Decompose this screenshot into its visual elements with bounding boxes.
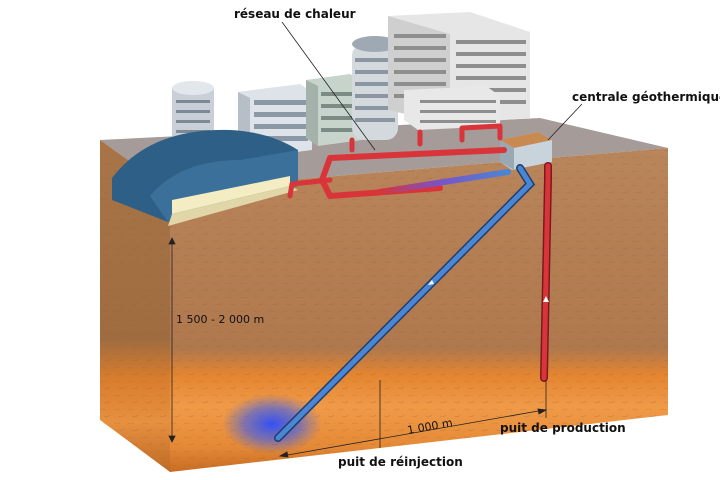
network-branch-4 [459, 123, 503, 143]
label-injection-well: puit de réinjection [338, 455, 463, 469]
leader-network [281, 21, 376, 151]
label-geothermal-plant: centrale géothermique [572, 90, 720, 104]
network-return-mixed [377, 169, 511, 195]
arrow-down-reinjection [428, 280, 434, 285]
dimension-lines [168, 237, 548, 458]
office-block-2 [306, 74, 362, 146]
wells [274, 162, 552, 442]
label-production-well: puit de production [500, 421, 626, 435]
leader-lines [281, 21, 583, 448]
round-tower-middle [352, 36, 398, 140]
annex-building [404, 86, 500, 130]
geothermal-plant [500, 132, 552, 170]
distance-dimension [281, 409, 545, 457]
buildings [112, 12, 530, 226]
network-branch-1 [287, 177, 333, 199]
label-heat-network: réseau de chaleur [234, 7, 356, 21]
heat-network-pipes [287, 123, 511, 199]
dome-hall [112, 129, 298, 226]
leader-plant [547, 103, 583, 141]
label-depth: 1 500 - 2 000 m [176, 313, 264, 326]
cold-water-zone [222, 394, 322, 454]
arrow-up-production [543, 296, 549, 302]
labels: réseau de chaleur centrale géothermique … [176, 7, 720, 469]
